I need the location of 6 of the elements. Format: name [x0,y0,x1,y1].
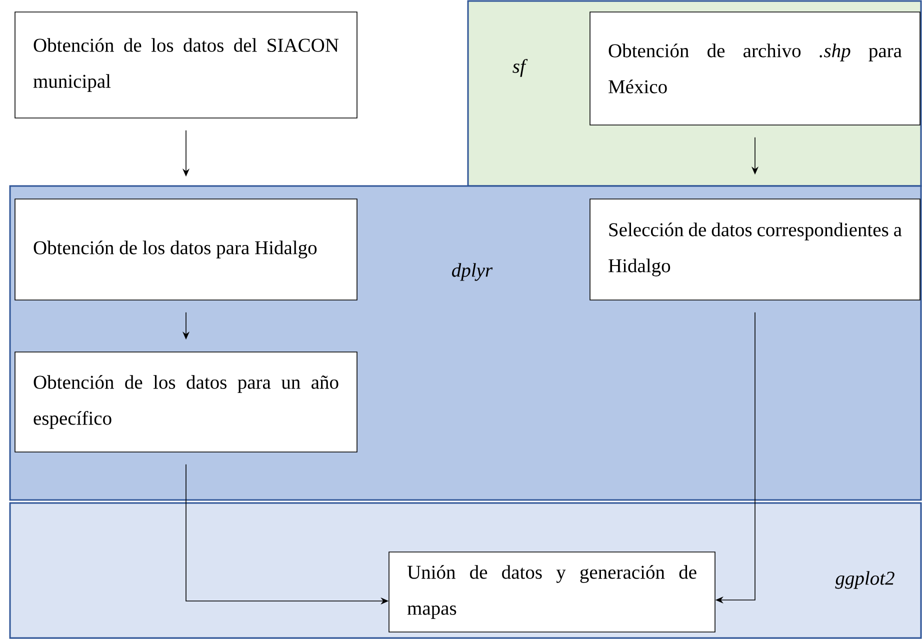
process-box: Obtención de archivo .shp para México [590,12,920,126]
process-box: Selección de datos correspondientes a Hidalgo [590,198,920,300]
process-box: Obtención de los datos para un año específico [14,352,358,452]
process-box: Obtención de los datos para Hidalgo [14,198,358,300]
process-box: Unión de datos y generación de mapas [388,552,716,632]
process-box: Obtención de los datos del SIACON municipal [14,12,358,118]
